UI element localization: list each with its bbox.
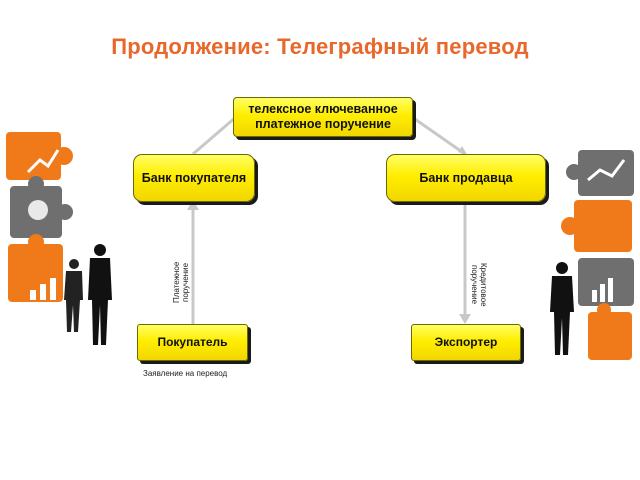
businessman-right-icon: [550, 262, 574, 355]
edge-buyer-bank-to-telex: [192, 115, 237, 156]
buyer-label: Покупатель: [157, 335, 228, 349]
payment-order-edge-label: Платежное поручение: [172, 252, 190, 312]
arrowhead-exporter: [459, 314, 471, 324]
buyer-node: Покупатель: [137, 324, 248, 361]
exporter-label: Экспортер: [434, 335, 498, 349]
edge-telex-to-seller-bank: [411, 115, 466, 156]
telex-line-2: платежное поручение: [255, 117, 391, 131]
seller-bank-node: Банк продавца: [386, 154, 546, 202]
credit-note-line-1: Кредитовое: [479, 263, 488, 307]
buyer-bank-node: Банк покупателя: [133, 154, 255, 202]
puzzle-right-icon: [561, 150, 634, 360]
transfer-application-note: Заявление на перевод: [143, 369, 228, 378]
arrowhead-buyer-bank: [187, 200, 199, 210]
telex-line-1: телексное ключеванное: [248, 102, 398, 116]
seller-bank-label: Банк продавца: [419, 170, 513, 185]
puzzle-left-icon: [6, 132, 73, 302]
page-title: Продолжение: Телеграфный перевод: [111, 34, 529, 59]
telex-payment-order-node: телексное ключеванное платежное поручени…: [233, 97, 413, 137]
payment-order-line-2: поручение: [181, 262, 190, 302]
exporter-node: Экспортер: [411, 324, 521, 361]
payment-order-line-1: Платежное: [172, 261, 181, 303]
businessmen-left-icon: [64, 244, 112, 345]
credit-note-line-2: поручение: [470, 265, 479, 305]
credit-note-edge-label: Кредитовое поручение: [470, 254, 488, 316]
arrowhead-telex-seller-bank: [458, 146, 468, 156]
buyer-bank-label: Банк покупателя: [141, 170, 247, 185]
